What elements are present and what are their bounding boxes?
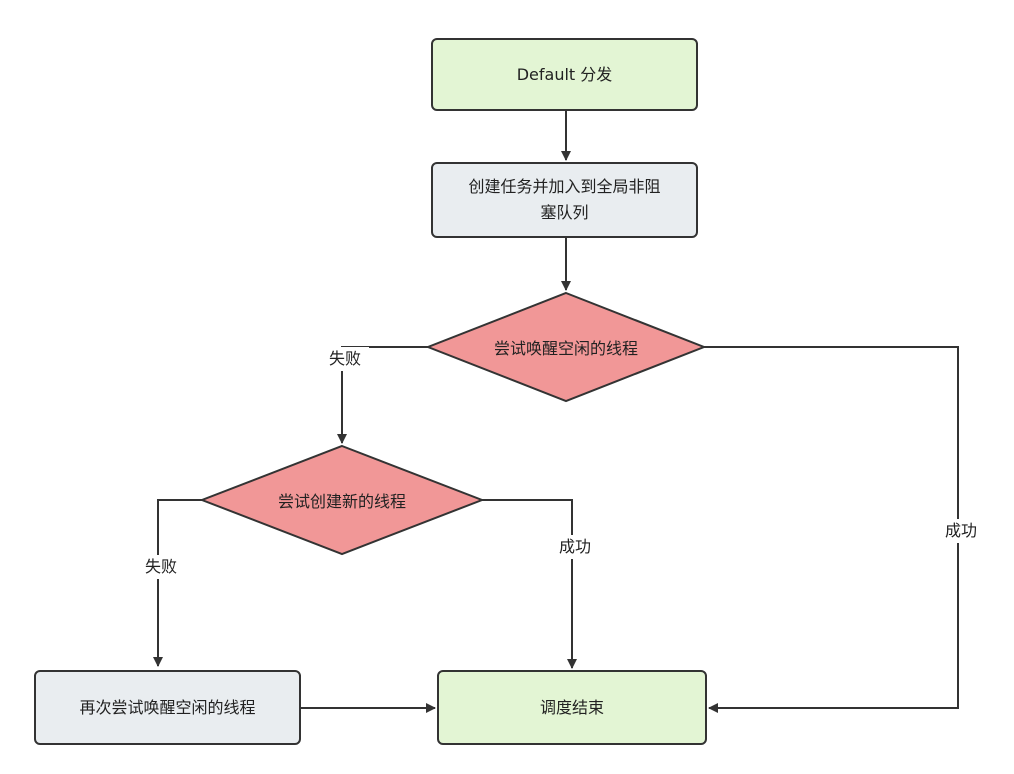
decision-try-create-thread: 尝试创建新的线程 xyxy=(202,486,482,514)
node-dispatch-end: 调度结束 xyxy=(437,670,707,745)
edge-label-fail-create: 失败 xyxy=(137,555,185,579)
edge-wake-success xyxy=(704,346,959,713)
node-create-task-label: 创建任务并加入到全局非阻塞队列 xyxy=(468,177,661,222)
node-default-dispatch-label: Default 分发 xyxy=(516,64,613,84)
decision-try-wake-idle: 尝试唤醒空闲的线程 xyxy=(428,333,704,361)
edge-create-success xyxy=(482,499,577,669)
node-retry-wake-idle: 再次尝试唤醒空闲的线程 xyxy=(34,670,301,745)
node-dispatch-end-label: 调度结束 xyxy=(539,697,604,717)
decision-try-wake-idle-shape xyxy=(425,291,707,403)
node-retry-wake-idle-label: 再次尝试唤醒空闲的线程 xyxy=(79,697,256,717)
decision-try-create-thread-label: 尝试创建新的线程 xyxy=(277,492,406,511)
decision-try-wake-idle-label: 尝试唤醒空闲的线程 xyxy=(493,339,638,358)
node-create-task: 创建任务并加入到全局非阻塞队列 xyxy=(431,162,698,238)
edge-label-fail-wake: 失败 xyxy=(321,347,369,371)
edge-label-success-wake: 成功 xyxy=(937,519,985,543)
edge-create-fail xyxy=(153,499,202,667)
decision-try-create-thread-shape xyxy=(199,444,485,556)
node-default-dispatch: Default 分发 xyxy=(431,38,698,111)
edge-label-success-create: 成功 xyxy=(551,535,599,559)
